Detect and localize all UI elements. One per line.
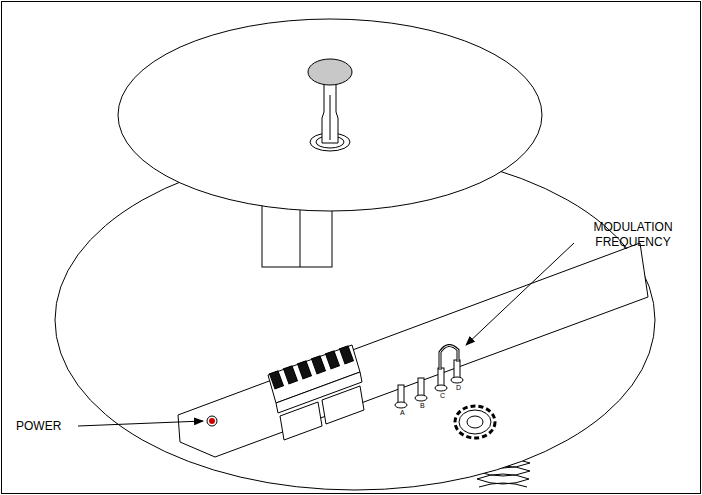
power-led xyxy=(207,416,217,426)
adjust-gear xyxy=(455,406,495,438)
jumper-pins xyxy=(395,345,463,408)
leader-line xyxy=(466,243,574,345)
support-block xyxy=(262,205,332,267)
callout-label: MODULATION FREQUENCY xyxy=(568,220,698,250)
pin-label: C xyxy=(440,392,445,400)
pin-label: B xyxy=(420,402,425,410)
callout-label: POWER xyxy=(16,419,61,434)
terminal-block xyxy=(268,345,364,440)
circuit-board xyxy=(178,243,648,457)
pin-label: A xyxy=(400,409,405,417)
pin-label: D xyxy=(456,384,461,392)
top-disk xyxy=(118,19,542,211)
center-post xyxy=(308,59,352,151)
leader-line xyxy=(78,421,203,426)
